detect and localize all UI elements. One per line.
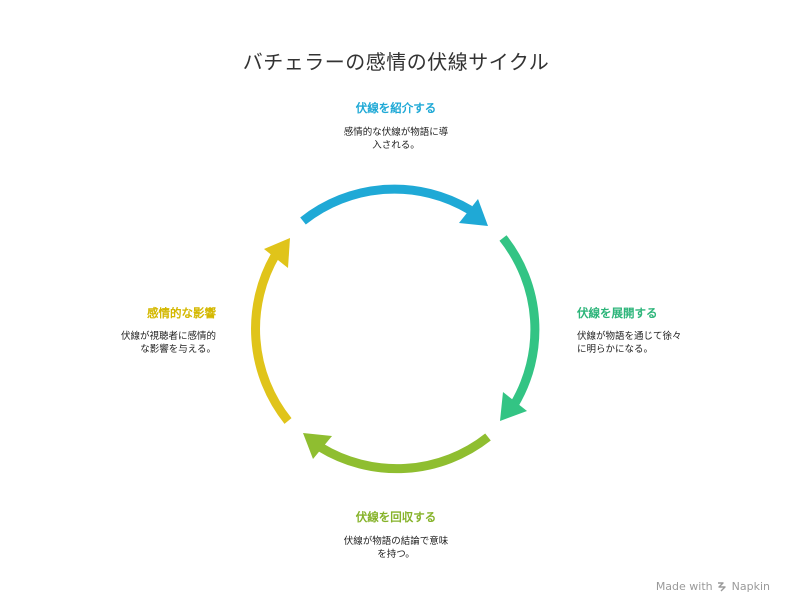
step-description-develop-text: 伏線が物語を通じて徐々に明らかになる。 [577, 331, 682, 355]
cycle-arrow-develop [499, 235, 540, 408]
step-description-resolve: 伏線が物語の結論で意味を持つ。 [296, 535, 496, 561]
step-description-impact: 伏線が視聴者に感情的な影響を与える。 [60, 330, 216, 356]
step-description-introduce-text: 感情的な伏線が物語に導入される。 [343, 127, 449, 151]
napkin-logo-icon [717, 582, 726, 592]
napkin-watermark[interactable]: Made with Napkin [656, 580, 770, 593]
step-title-develop: 伏線を展開する [577, 306, 658, 320]
cycle-arrow-introduce [300, 184, 473, 225]
step-description-introduce: 感情的な伏線が物語に導入される。 [296, 126, 496, 152]
cycle-arrowhead-impact [264, 238, 290, 268]
watermark-brand: Napkin [731, 580, 770, 593]
cycle-arrow-resolve [317, 433, 491, 474]
step-description-resolve-text: 伏線が物語の結論で意味を持つ。 [343, 536, 449, 560]
step-description-impact-text: 伏線が視聴者に感情的な影響を与える。 [120, 331, 216, 355]
cycle-arrowhead-resolve [303, 433, 332, 459]
cycle-arrowhead-introduce [459, 199, 488, 226]
step-description-develop: 伏線が物語を通じて徐々に明らかになる。 [577, 330, 707, 356]
diagram-title: バチェラーの感情の伏線サイクル [242, 50, 550, 74]
watermark-made-with: Made with [655, 580, 713, 593]
step-title-introduce: 伏線を紹介する [355, 101, 437, 115]
step-title-impact: 感情的な影響 [147, 306, 216, 320]
cycle-arrowhead-develop [500, 392, 527, 421]
cycle-arrow-impact [251, 251, 292, 424]
step-title-resolve: 伏線を回収する [355, 510, 437, 524]
